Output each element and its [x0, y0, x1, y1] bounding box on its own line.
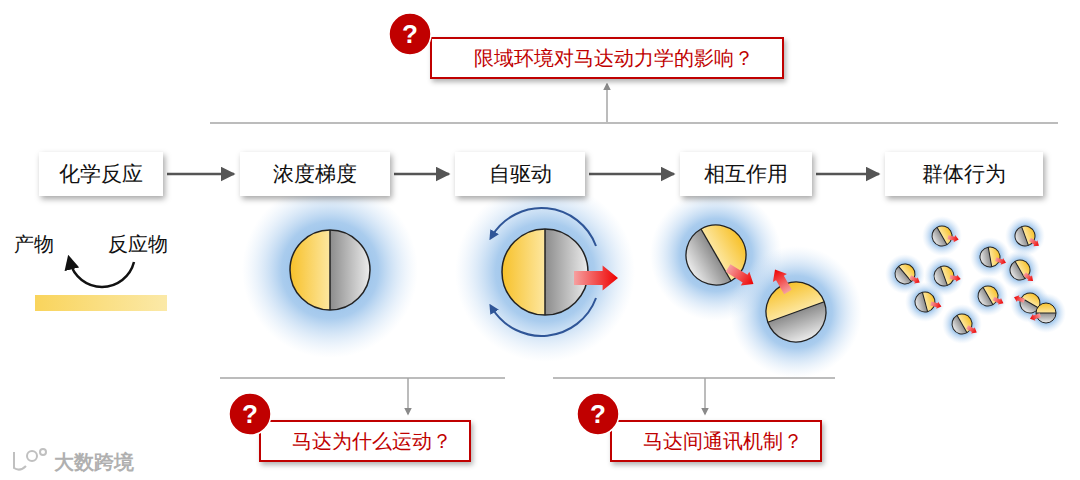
- janus-motor: [978, 245, 1001, 268]
- watermark: 大数跨境: [54, 449, 134, 476]
- flow-arrow: [394, 173, 449, 176]
- flow-arrow: [816, 173, 879, 176]
- janus-motor: [974, 282, 1001, 309]
- node-text: 群体行为: [922, 160, 1006, 188]
- node-text: 相互作用: [704, 160, 788, 188]
- motion-arrow: [949, 273, 961, 282]
- motion-arrow: [965, 324, 978, 336]
- process-box: 浓度梯度: [240, 152, 390, 196]
- motion-arrow: [1013, 294, 1026, 305]
- motion-arrow: [1028, 236, 1041, 248]
- question-mark: ?: [590, 399, 606, 430]
- question-box: 限域环境对马达动力学的影响？: [430, 37, 784, 79]
- janus-motor: [891, 260, 919, 288]
- motion-arrow: [947, 234, 959, 243]
- janus-motor: [675, 214, 757, 296]
- janus-motor: [948, 310, 975, 337]
- reaction-arrow: [70, 262, 134, 287]
- node-text: 限域环境对马达动力学的影响？: [474, 45, 754, 72]
- flow-arrow: [492, 298, 596, 336]
- question-box: 马达为什么运动？: [259, 420, 471, 462]
- watermark-icon: [14, 449, 46, 470]
- process-box: 化学反应: [39, 152, 163, 196]
- flow-arrow: [492, 208, 596, 246]
- motion-arrow: [1029, 312, 1042, 323]
- question-box: 马达间通讯机制？: [610, 420, 822, 462]
- node-text: 自驱动: [489, 160, 552, 188]
- concentration-glow: [942, 304, 982, 344]
- question-badge: ?: [388, 12, 432, 56]
- catalyst-bar: [35, 295, 167, 311]
- question-badge: ?: [228, 392, 272, 436]
- motion-arrow: [930, 300, 942, 310]
- janus-motor: [1012, 223, 1038, 249]
- process-box: 群体行为: [885, 152, 1043, 196]
- janus-motor: [290, 230, 370, 310]
- concentration-glow: [242, 182, 418, 358]
- concentration-glow: [455, 182, 635, 362]
- node-text: 马达为什么运动？: [292, 428, 452, 455]
- motion-arrow: [724, 261, 758, 291]
- chemical-label: 产物: [14, 231, 54, 258]
- node-text: 马达间通讯机制？: [643, 428, 803, 455]
- concentration-glow: [730, 246, 862, 378]
- process-box: 相互作用: [680, 152, 812, 196]
- janus-motor: [758, 274, 835, 351]
- motion-arrow: [908, 274, 921, 286]
- node-text: 浓度梯度: [273, 160, 357, 188]
- janus-motor: [913, 290, 937, 314]
- concentration-glow: [1005, 216, 1045, 256]
- motion-arrow: [768, 265, 795, 296]
- motion-arrow: [1022, 271, 1035, 284]
- motion-arrow: [574, 265, 618, 290]
- flow-arrow: [167, 173, 234, 176]
- question-mark: ?: [402, 19, 418, 50]
- chemical-label: 反应物: [108, 231, 168, 258]
- question-badge: ?: [576, 392, 620, 436]
- motion-arrow: [994, 256, 1007, 267]
- node-text: 化学反应: [59, 160, 143, 188]
- motion-arrow: [992, 295, 1005, 306]
- concentration-glow: [922, 216, 962, 256]
- question-mark: ?: [242, 399, 258, 430]
- bracket: [210, 84, 1058, 414]
- flow-arrow: [589, 173, 674, 176]
- process-box: 自驱动: [455, 152, 585, 196]
- concentration-glow: [905, 282, 945, 322]
- janus-motor: [1036, 303, 1056, 323]
